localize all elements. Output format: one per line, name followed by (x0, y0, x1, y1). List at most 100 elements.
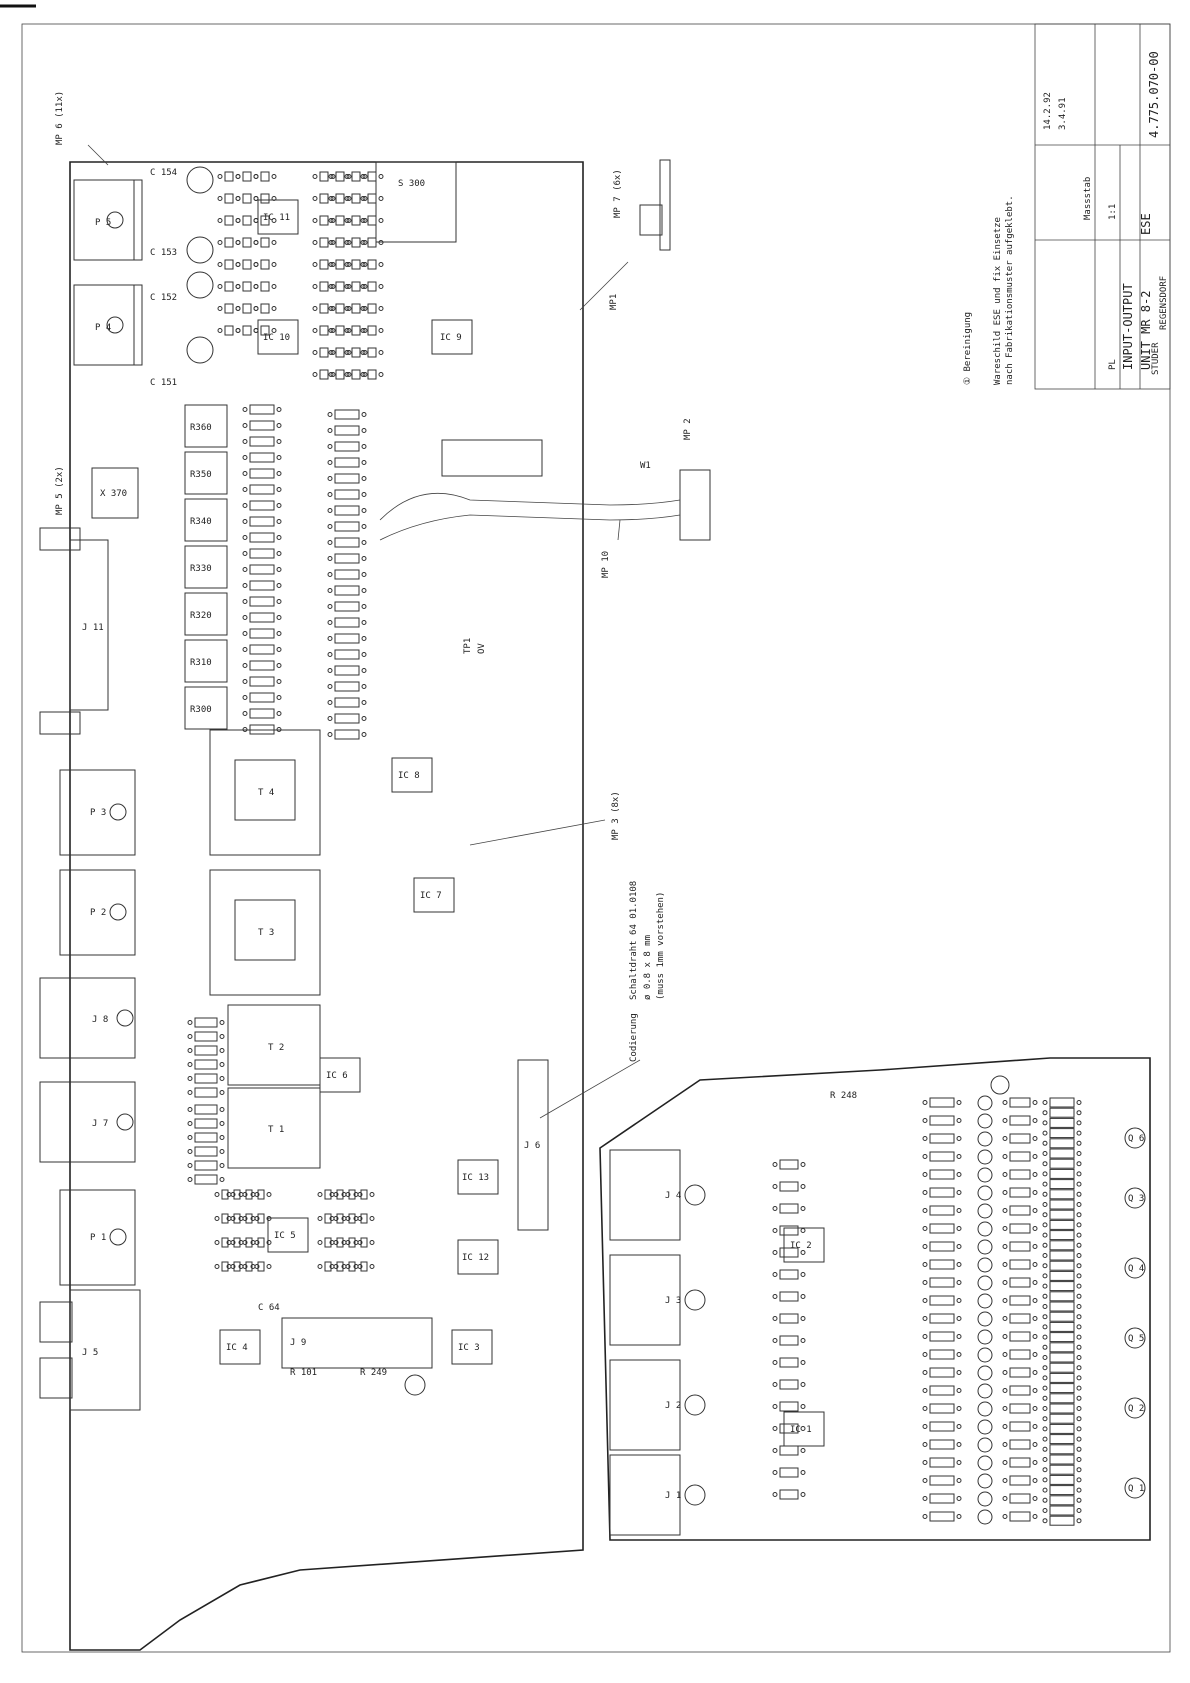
resistor-pad (922, 1439, 962, 1450)
resistor-pad (242, 660, 282, 671)
resistor-pad (317, 1189, 339, 1200)
resistor-pad (1042, 1230, 1082, 1241)
resistor-pad (1042, 1393, 1082, 1404)
resistor-pad (187, 1059, 225, 1070)
connector-p1: P 1 (59, 1189, 136, 1286)
label-ic7: IC 7 (420, 891, 442, 901)
resistor-pad (226, 1189, 248, 1200)
transistor-pad (977, 1149, 993, 1165)
capacitor-pad (1002, 1169, 1038, 1180)
transistor-pad (1124, 1477, 1146, 1499)
resistor-pad (922, 1187, 962, 1198)
resistor-pad (922, 1151, 962, 1162)
resistor-pad (250, 1213, 272, 1224)
mounting-mp7 (639, 159, 671, 251)
transistor-pad (977, 1113, 993, 1129)
title-date-2: 3.4.91 (1058, 97, 1068, 130)
resistor-pad (1042, 1423, 1082, 1434)
mp-callouts: MP 6 (11x) MP 5 (2x) MP1 MP 7 (6x) MP 2 … (55, 91, 693, 846)
resistor-pad (922, 1133, 962, 1144)
resistor-pad (242, 612, 282, 623)
resistor-pad (360, 237, 384, 248)
resistor-pad (253, 259, 277, 270)
resistor-pad (1042, 1291, 1082, 1302)
label-p5: P 5 (95, 218, 111, 228)
resistor-pad (327, 697, 367, 708)
resistor-grid-middle (242, 404, 367, 740)
resistor-pad (217, 325, 241, 336)
resistor-pad (360, 347, 384, 358)
capacitor-pad (1002, 1439, 1038, 1450)
label-r248: R 248 (830, 1091, 857, 1101)
resistor-pad (772, 1225, 806, 1236)
header-j6: J 6 (517, 1059, 549, 1231)
capacitor-pad (1002, 1367, 1038, 1378)
codierung-text-3: (muss 1mm vorstehen) (656, 892, 666, 1000)
connector-p4: P 4 (73, 284, 143, 366)
resistor-pad (772, 1291, 806, 1302)
connector-p3: P 3 (59, 769, 136, 856)
resistor-pad (341, 1261, 363, 1272)
misc-top-labels: C 154 C 153 C 152 C 151 R 248 C 64 R 101… (150, 166, 1010, 1396)
resistor-pad (1042, 1168, 1082, 1179)
label-r249: R 249 (360, 1368, 387, 1378)
resistor-pad (328, 259, 352, 270)
label-p3: P 3 (90, 808, 106, 818)
resistor-pad (341, 1189, 363, 1200)
resistor-pad (772, 1203, 806, 1214)
resistor-pad (214, 1261, 236, 1272)
label-mp3: MP 3 (8x) (611, 791, 621, 840)
resistor-pad (253, 325, 277, 336)
resistor-pad (344, 215, 368, 226)
title-company: STUDER (1151, 342, 1161, 375)
resistor-pad (1042, 1189, 1082, 1200)
title-line-2: UNIT MR 8-2 (1139, 291, 1153, 370)
resistor-pad (772, 1489, 806, 1500)
resistor-pad (1042, 1301, 1082, 1312)
resistor-pad (353, 1237, 375, 1248)
resistor-pad (317, 1213, 339, 1224)
resistor-pad (922, 1385, 962, 1396)
resistor-pad (217, 281, 241, 292)
resistor-pad (922, 1295, 962, 1306)
resistor-pad (242, 420, 282, 431)
resistor-pad (312, 369, 336, 380)
label-j9: J 9 (290, 1338, 306, 1348)
transistor-pad (977, 1275, 993, 1291)
resistor-pad (312, 347, 336, 358)
transistor-pad (977, 1185, 993, 1201)
resistor-pad (253, 237, 277, 248)
label-w1: W1 (640, 461, 651, 471)
resistor-pad (242, 644, 282, 655)
label-j2: J 2 (665, 1401, 681, 1411)
resistor-pad (312, 303, 336, 314)
resistor-pad (312, 259, 336, 270)
title-scale: 1:1 (1108, 204, 1118, 220)
resistor-pad (242, 500, 282, 511)
resistor-pad (922, 1403, 962, 1414)
resistor-pad (327, 633, 367, 644)
resistor-pad (242, 692, 282, 703)
label-ic11: IC 11 (263, 213, 290, 223)
resistor-pad (328, 237, 352, 248)
resistor-pad (242, 580, 282, 591)
resistor-pad (772, 1423, 806, 1434)
resistor-pad (217, 193, 241, 204)
resistor-pad (922, 1241, 962, 1252)
resistor-pad (235, 325, 259, 336)
resistor-pad (341, 1213, 363, 1224)
label-p2: P 2 (90, 908, 106, 918)
label-j11: J 11 (82, 623, 104, 633)
resistor-pad (327, 617, 367, 628)
secondary-resistor-columns (772, 1095, 1082, 1526)
resistor-pad (1042, 1270, 1082, 1281)
resistor-pad (1042, 1209, 1082, 1220)
ic-1: IC 1 (783, 1411, 825, 1447)
resistor-pad (238, 1189, 260, 1200)
ic-13: IC 13 (457, 1159, 499, 1195)
resistor-pad (187, 1118, 225, 1129)
label-x370: X 370 (100, 489, 127, 499)
resistor-pad (1042, 1179, 1082, 1190)
resistor-pad (1042, 1311, 1082, 1322)
resistor-pad (327, 489, 367, 500)
